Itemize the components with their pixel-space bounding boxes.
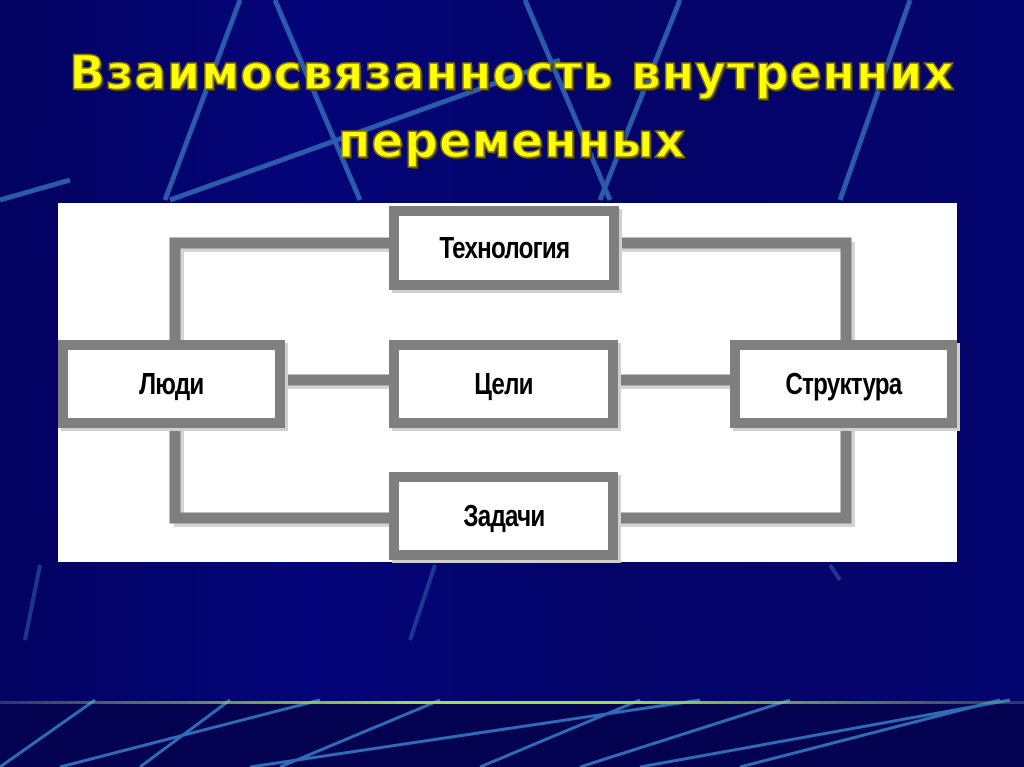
node-label: Цели — [474, 366, 533, 401]
edge-people-technology — [169, 237, 392, 345]
node-people: Люди — [58, 340, 285, 428]
node-technology: Технология — [389, 206, 619, 290]
node-tasks: Задачи — [389, 472, 618, 560]
node-structure: Структура — [730, 340, 957, 428]
node-label: Задачи — [462, 498, 545, 533]
node-label: Структура — [785, 366, 902, 401]
edge-technology-structure — [617, 237, 852, 345]
node-label: Люди — [139, 366, 204, 401]
slide-title: Взаимосвязанность внутренних переменных — [0, 40, 1024, 176]
edge-people-tasks — [169, 425, 392, 524]
title-line-1: Взаимосвязанность внутренних — [68, 45, 955, 102]
node-label: Технология — [439, 230, 570, 265]
node-goals: Цели — [389, 340, 618, 428]
title-line-2: переменных — [337, 113, 686, 170]
edge-tasks-structure — [617, 425, 852, 524]
footer-divider — [0, 701, 1024, 704]
